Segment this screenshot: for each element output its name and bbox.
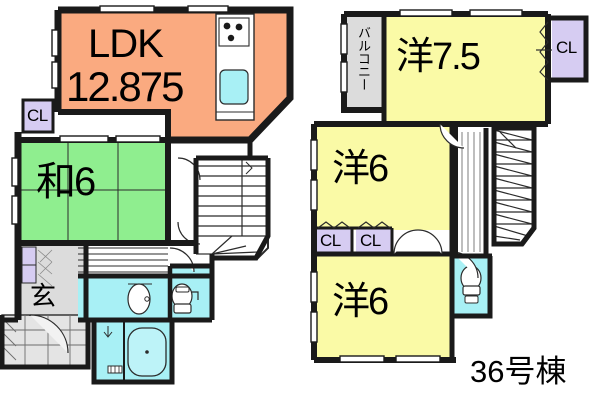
tatami-mat-lines [18,140,168,240]
stove-burner-1 [223,22,231,30]
sink-icon [219,69,249,105]
washbasin-icon [127,283,151,315]
staircase-2f [493,129,533,241]
yo6-mid-door-swing [417,229,443,255]
balcony-fill [344,14,382,110]
yo75-door-swing [439,123,465,149]
bathtub-drain [145,350,149,354]
corridor-floor-lines [78,247,168,273]
room-yo6-mid-fill [314,124,452,230]
room-yo6-bottom-fill [314,256,452,360]
closet-1f-fill [23,100,53,132]
stove-burner-2 [235,23,243,31]
closet-door-marks [317,21,552,229]
closet-2f-left-fill [316,228,352,254]
entrance-hatch [37,249,53,287]
washroom-fill [78,276,170,320]
floor2-window-marks [310,9,523,363]
floor1-group [0,5,294,385]
yo6-bottom-door-swing [393,229,419,255]
floor1-window-marks [11,5,229,225]
stove-icon [218,17,250,47]
floor2-group [310,9,589,363]
bath-faucet-icon [107,365,123,374]
staircase-1f-treads [195,158,268,255]
stair-2f-arrow [499,131,517,149]
closet-2f-right-fill [356,228,392,254]
room-yo75-fill [384,14,548,124]
floor1-walls [0,6,294,385]
closet-2f-top-fill [552,18,586,80]
washbasin-tap [144,296,150,302]
stair-up-arrow [245,161,253,175]
bathroom-door-marker [103,326,113,338]
stove-burner-3 [227,34,235,42]
entrance-door-swing [29,314,69,354]
